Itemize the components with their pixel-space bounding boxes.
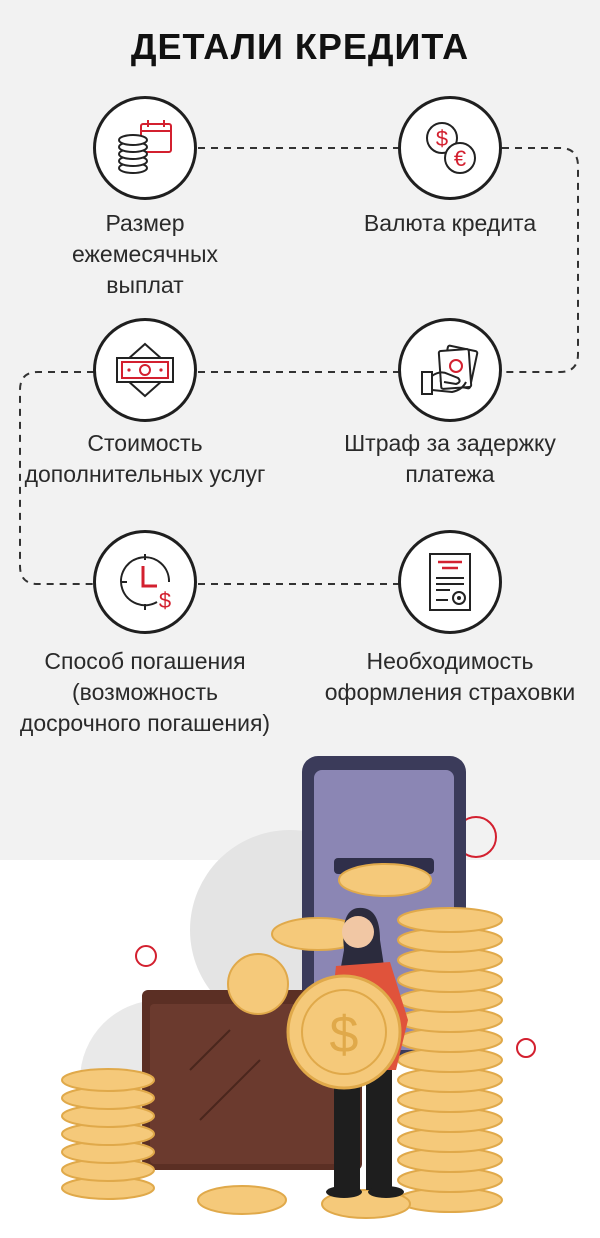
label-currency: Валюта кредита bbox=[363, 210, 537, 236]
calendar-coins-icon bbox=[118, 120, 172, 174]
circle-monthly-payment bbox=[93, 96, 197, 200]
label-repayment-method: Способ погашения (возможность досрочного… bbox=[19, 648, 271, 736]
circle-extra-services bbox=[93, 318, 197, 422]
big-dollar-coin: $ bbox=[286, 974, 402, 1090]
label-late-penalty: Штраф за задержку платежа bbox=[344, 430, 556, 487]
document-seal-icon bbox=[429, 553, 471, 611]
circle-insurance bbox=[398, 530, 502, 634]
clock-dollar-icon: $ bbox=[120, 554, 171, 613]
hand-money-icon bbox=[421, 344, 479, 395]
svg-text:$: $ bbox=[330, 1006, 359, 1064]
circle-repayment-method: $ bbox=[93, 530, 197, 634]
banknote-icon bbox=[116, 342, 174, 398]
floating-coins bbox=[197, 863, 432, 1219]
svg-text:€: € bbox=[454, 146, 466, 171]
deco-ring bbox=[135, 945, 157, 967]
svg-text:$: $ bbox=[159, 588, 171, 613]
circle-late-penalty bbox=[398, 318, 502, 422]
illustration-woman-coins: $ bbox=[61, 756, 536, 1219]
dollar-euro-icon: $ € bbox=[426, 122, 476, 174]
svg-text:$: $ bbox=[436, 126, 448, 151]
connector-lines bbox=[19, 147, 579, 585]
coin-stack-left bbox=[61, 1068, 155, 1200]
label-extra-services: Стоимость дополнительных услуг bbox=[24, 430, 266, 487]
coin-stack-right bbox=[397, 907, 503, 1213]
label-monthly-payment: Размер ежемесячных выплат bbox=[72, 210, 218, 298]
circle-currency: $ € bbox=[398, 96, 502, 200]
page-title: ДЕТАЛИ КРЕДИТА bbox=[130, 26, 470, 67]
label-insurance: Необходимость оформления страховки bbox=[324, 648, 576, 705]
deco-ring bbox=[516, 1038, 536, 1058]
